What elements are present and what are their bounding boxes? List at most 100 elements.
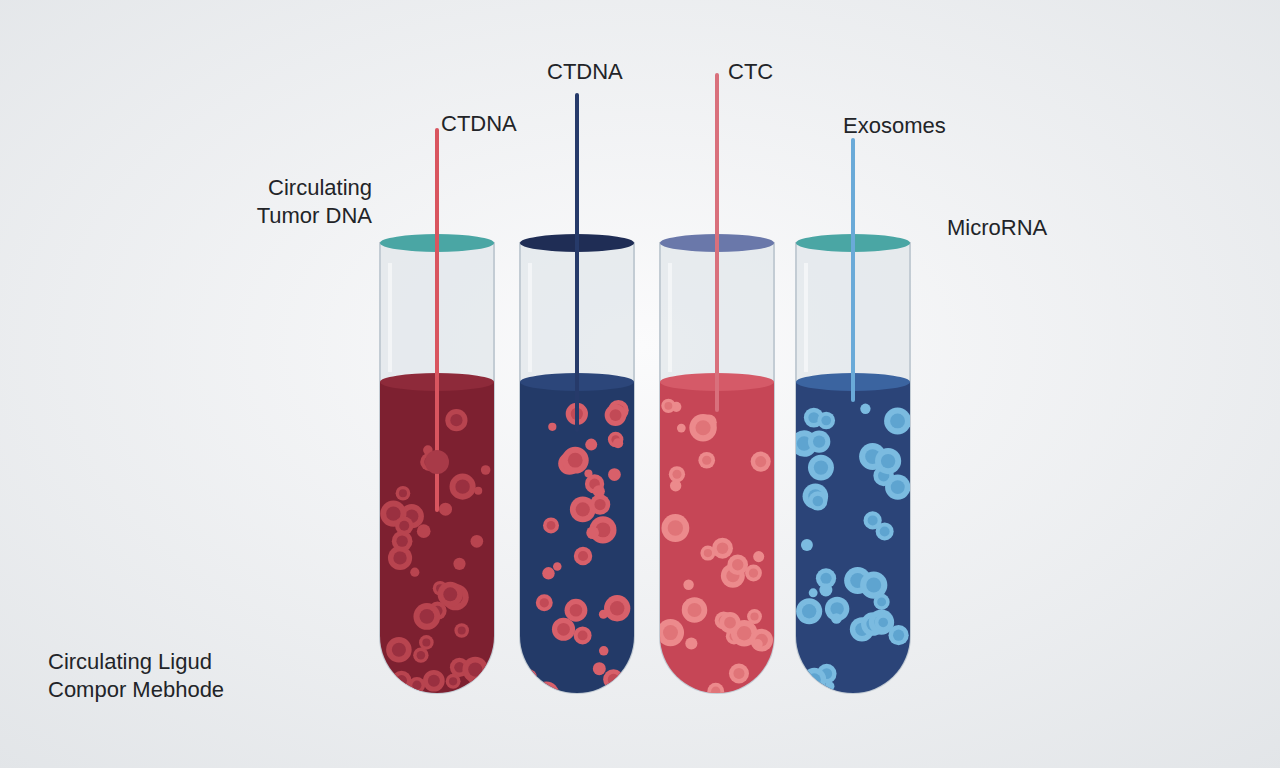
cell-core	[578, 551, 588, 561]
cell-core	[866, 578, 881, 593]
cell-dot	[454, 623, 469, 638]
cell-core	[813, 496, 824, 507]
cell-core	[664, 402, 672, 410]
cell-dot	[574, 626, 592, 644]
cell-dot	[586, 526, 599, 539]
cell-dot	[590, 494, 610, 514]
cell-dot	[423, 670, 445, 692]
liquid-body	[658, 382, 776, 722]
cell-core	[881, 454, 895, 468]
cell-dot	[719, 612, 740, 633]
glass-highlight	[668, 263, 672, 372]
cell-dot	[657, 619, 684, 646]
cell-dot	[864, 511, 882, 529]
pipette-stick	[575, 95, 579, 430]
cell-core	[610, 409, 622, 421]
cell-core	[393, 551, 406, 564]
cell-dot	[796, 598, 822, 624]
cell-core	[399, 489, 407, 497]
cell-dot	[751, 452, 771, 472]
cell-core	[663, 625, 678, 640]
cell-core	[576, 502, 590, 516]
cell-dot	[875, 614, 892, 631]
cell-dot	[683, 580, 693, 590]
cell-dot	[875, 448, 901, 474]
cell-core	[750, 612, 758, 620]
cell-core	[420, 609, 435, 624]
cell-dot	[677, 424, 686, 433]
cell-dot	[808, 455, 834, 481]
cell-core	[704, 549, 712, 557]
cell-core	[417, 651, 425, 659]
cell-core	[802, 604, 816, 618]
cell-core	[422, 638, 430, 646]
cell-core	[878, 618, 888, 628]
pipette-stick	[851, 140, 855, 400]
cell-core	[821, 416, 831, 426]
cell-dot	[608, 468, 621, 481]
cell-core	[399, 521, 409, 531]
tube-liquid	[657, 382, 776, 722]
label-text: Circulating Ligud Compor Mebhode	[48, 648, 288, 704]
cell-dot	[445, 409, 467, 431]
cell-core	[890, 414, 905, 429]
cell-core	[813, 435, 825, 447]
cell-core	[396, 535, 407, 546]
cell-core	[392, 643, 406, 657]
cell-dot	[386, 637, 412, 663]
label-text: CTC	[728, 58, 788, 86]
cell-core	[733, 668, 744, 679]
cell-dot	[613, 438, 623, 448]
cell-core	[455, 479, 469, 493]
cell-core	[808, 673, 821, 686]
cell-core	[412, 681, 421, 690]
cell-dot	[802, 668, 826, 692]
cell-core	[568, 453, 583, 468]
cell-dot	[729, 663, 749, 683]
cell-dot	[533, 682, 559, 708]
cell-dot	[743, 684, 760, 701]
cell-dot	[753, 639, 763, 649]
cell-core	[744, 693, 758, 707]
cell-dot	[604, 595, 630, 621]
pipette-stick	[715, 75, 719, 410]
cell-dot	[698, 452, 715, 469]
cell-core	[449, 677, 457, 685]
cell-dot	[808, 430, 830, 452]
cell-dot	[392, 671, 412, 691]
cell-core	[891, 480, 905, 494]
cell-dot	[617, 695, 631, 709]
cell-dot	[536, 594, 553, 611]
glass-highlight	[528, 263, 532, 372]
cell-dot	[599, 646, 609, 656]
cell-dot	[819, 583, 832, 596]
cell-core	[396, 675, 407, 686]
cell-core	[594, 499, 605, 510]
label-text: MicroRNA	[947, 214, 1087, 242]
cell-dot	[574, 547, 592, 565]
cell-dot	[689, 414, 717, 442]
cell-dot	[817, 412, 835, 430]
cell-core	[578, 630, 588, 640]
cell-dot	[562, 447, 589, 474]
cell-core	[749, 568, 758, 577]
test-tube	[791, 140, 912, 722]
cell-dot	[519, 669, 537, 687]
cell-dot	[565, 599, 588, 622]
cell-dot	[669, 466, 685, 482]
cell-core	[468, 663, 482, 677]
tube-liquid	[791, 382, 912, 722]
cell-dot	[585, 439, 597, 451]
cell-core	[450, 414, 462, 426]
cell-core	[605, 695, 619, 709]
cell-dot	[884, 407, 911, 434]
glass-highlight	[388, 263, 392, 372]
cell-dot	[860, 571, 887, 598]
cell-core	[868, 515, 878, 525]
liquid-body	[518, 382, 636, 722]
cell-dot	[809, 588, 818, 597]
cell-dot	[808, 491, 827, 510]
cell-dot	[600, 689, 626, 715]
